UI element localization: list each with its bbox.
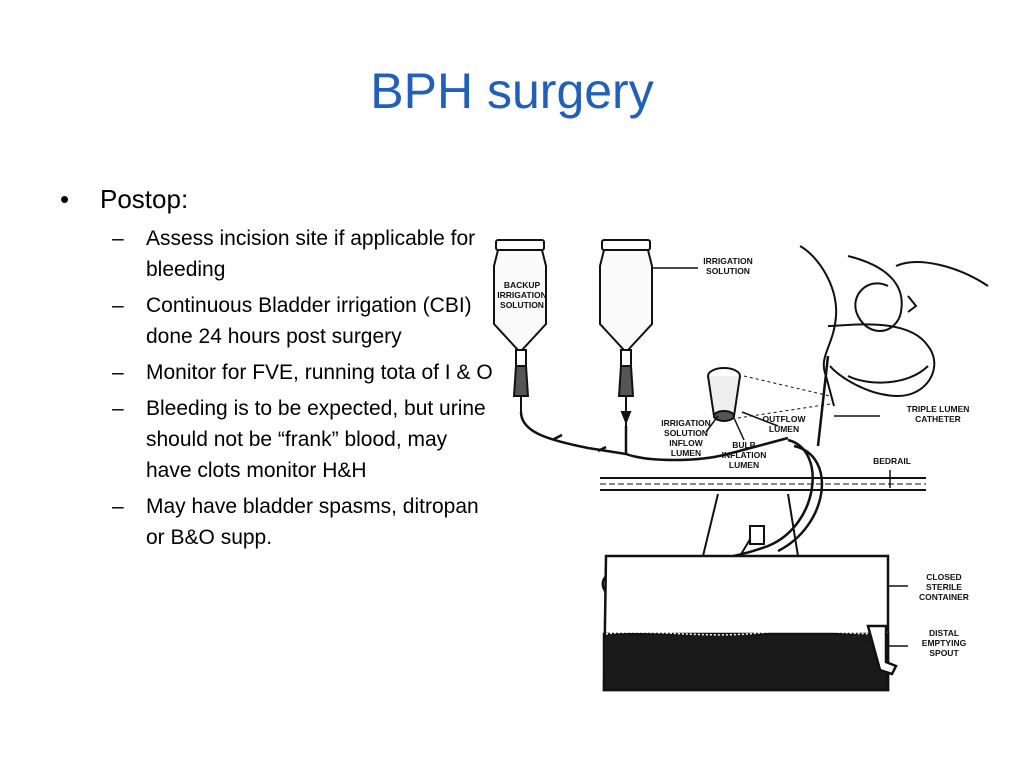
catheter-connector	[707, 367, 831, 422]
svg-text:SOLUTION: SOLUTION	[706, 266, 750, 276]
diagram-labels: BACKUP IRRIGATION SOLUTION IRRIGATION SO…	[497, 256, 969, 658]
svg-text:IRRIGATION: IRRIGATION	[661, 418, 710, 428]
sterile-container	[602, 554, 898, 692]
sub-bullet-item: – May have bladder spasms, ditropan or B…	[56, 491, 496, 553]
sub-bullet-item: – Assess incision site if applicable for…	[56, 223, 496, 285]
slide-title: BPH surgery	[370, 63, 654, 119]
svg-text:TRIPLE LUMEN: TRIPLE LUMEN	[907, 404, 970, 414]
anatomy-sketch	[799, 245, 989, 407]
bullet-list: • Postop: – Assess incision site if appl…	[56, 184, 496, 558]
dash-icon: –	[112, 294, 124, 317]
svg-text:INFLOW: INFLOW	[669, 438, 703, 448]
svg-text:SPOUT: SPOUT	[929, 648, 959, 658]
svg-text:CONTAINER: CONTAINER	[919, 592, 969, 602]
sub-bullet-text: Monitor for FVE, running tota of I & O	[146, 361, 493, 384]
svg-text:BACKUP: BACKUP	[504, 280, 541, 290]
svg-text:BULB: BULB	[732, 440, 756, 450]
cbi-setup-diagram: BACKUP IRRIGATION SOLUTION IRRIGATION SO…	[493, 239, 989, 692]
sub-bullet-text: Continuous Bladder irrigation (CBI) done…	[146, 294, 472, 348]
bullet-text: Postop:	[100, 184, 189, 214]
sub-bullet-item: – Bleeding is to be expected, but urine …	[56, 393, 496, 486]
svg-text:INFLATION: INFLATION	[722, 450, 767, 460]
label-leader-lines	[652, 267, 908, 647]
dash-icon: –	[112, 397, 124, 420]
svg-text:CATHETER: CATHETER	[915, 414, 961, 424]
svg-text:STERILE: STERILE	[926, 582, 962, 592]
dash-icon: –	[112, 361, 124, 384]
bedrail-bar	[600, 477, 926, 491]
container-frame	[702, 493, 799, 557]
svg-text:EMPTYING: EMPTYING	[922, 638, 967, 648]
svg-text:IRRIGATION: IRRIGATION	[703, 256, 752, 266]
svg-text:IRRIGATION: IRRIGATION	[497, 290, 546, 300]
svg-text:LUMEN: LUMEN	[769, 424, 799, 434]
sub-bullet-item: – Continuous Bladder irrigation (CBI) do…	[56, 290, 496, 352]
svg-text:BEDRAIL: BEDRAIL	[873, 456, 911, 466]
bullet-postop: • Postop:	[56, 184, 496, 215]
sub-bullet-item: – Monitor for FVE, running tota of I & O	[56, 357, 496, 388]
sub-bullet-text: Bleeding is to be expected, but urine sh…	[146, 397, 486, 482]
svg-text:OUTFLOW: OUTFLOW	[763, 414, 807, 424]
svg-text:LUMEN: LUMEN	[729, 460, 759, 470]
irrigation-bottle	[599, 239, 653, 426]
sub-bullet-list: – Assess incision site if applicable for…	[56, 223, 496, 553]
svg-text:SOLUTION: SOLUTION	[500, 300, 544, 310]
bullet-dot-icon: •	[60, 184, 70, 214]
backup-bottle	[493, 239, 547, 412]
svg-text:CLOSED: CLOSED	[926, 572, 961, 582]
svg-text:LUMEN: LUMEN	[671, 448, 701, 458]
svg-text:SOLUTION: SOLUTION	[664, 428, 708, 438]
sub-bullet-text: May have bladder spasms, ditropan or B&O…	[146, 495, 479, 549]
sub-bullet-text: Assess incision site if applicable for b…	[146, 227, 476, 281]
dash-icon: –	[112, 495, 124, 518]
dash-icon: –	[112, 227, 124, 250]
svg-text:DISTAL: DISTAL	[929, 628, 959, 638]
